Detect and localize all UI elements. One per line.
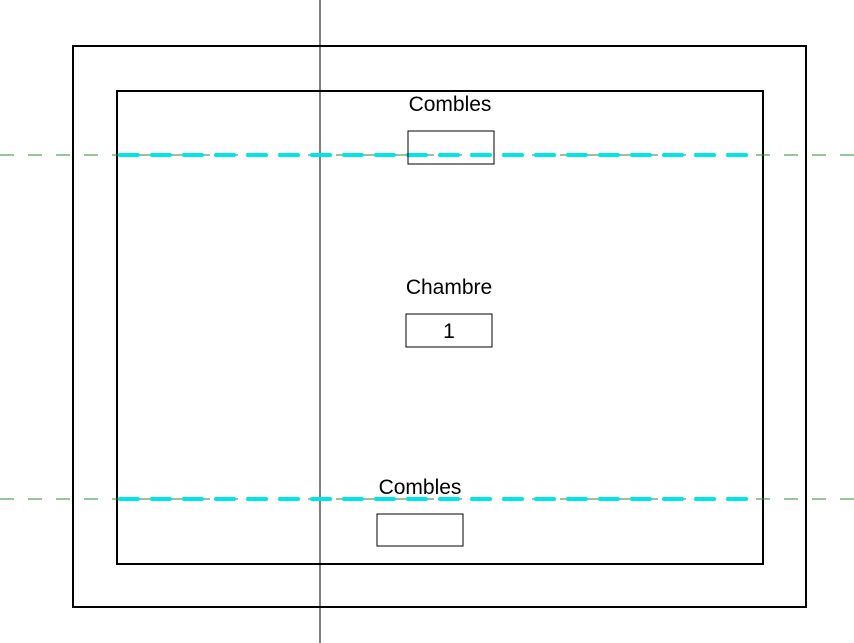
- outer-wall-outline: [72, 45, 807, 608]
- inner-wall-outline: [116, 90, 764, 565]
- room-number-box-bottom-attic: [376, 513, 464, 547]
- room-tag-top-attic[interactable]: Combles: [407, 93, 495, 165]
- room-number-box-bedroom: [405, 313, 493, 348]
- room-tag-bedroom[interactable]: Chambre 1: [405, 276, 493, 348]
- room-name-bedroom: Chambre: [406, 276, 492, 299]
- room-number-bedroom: 1: [443, 320, 455, 343]
- room-tag-bottom-attic[interactable]: Combles: [376, 476, 464, 547]
- room-number-box-top-attic: [407, 130, 495, 165]
- room-name-bottom-attic: Combles: [379, 476, 462, 499]
- room-name-top-attic: Combles: [409, 93, 492, 116]
